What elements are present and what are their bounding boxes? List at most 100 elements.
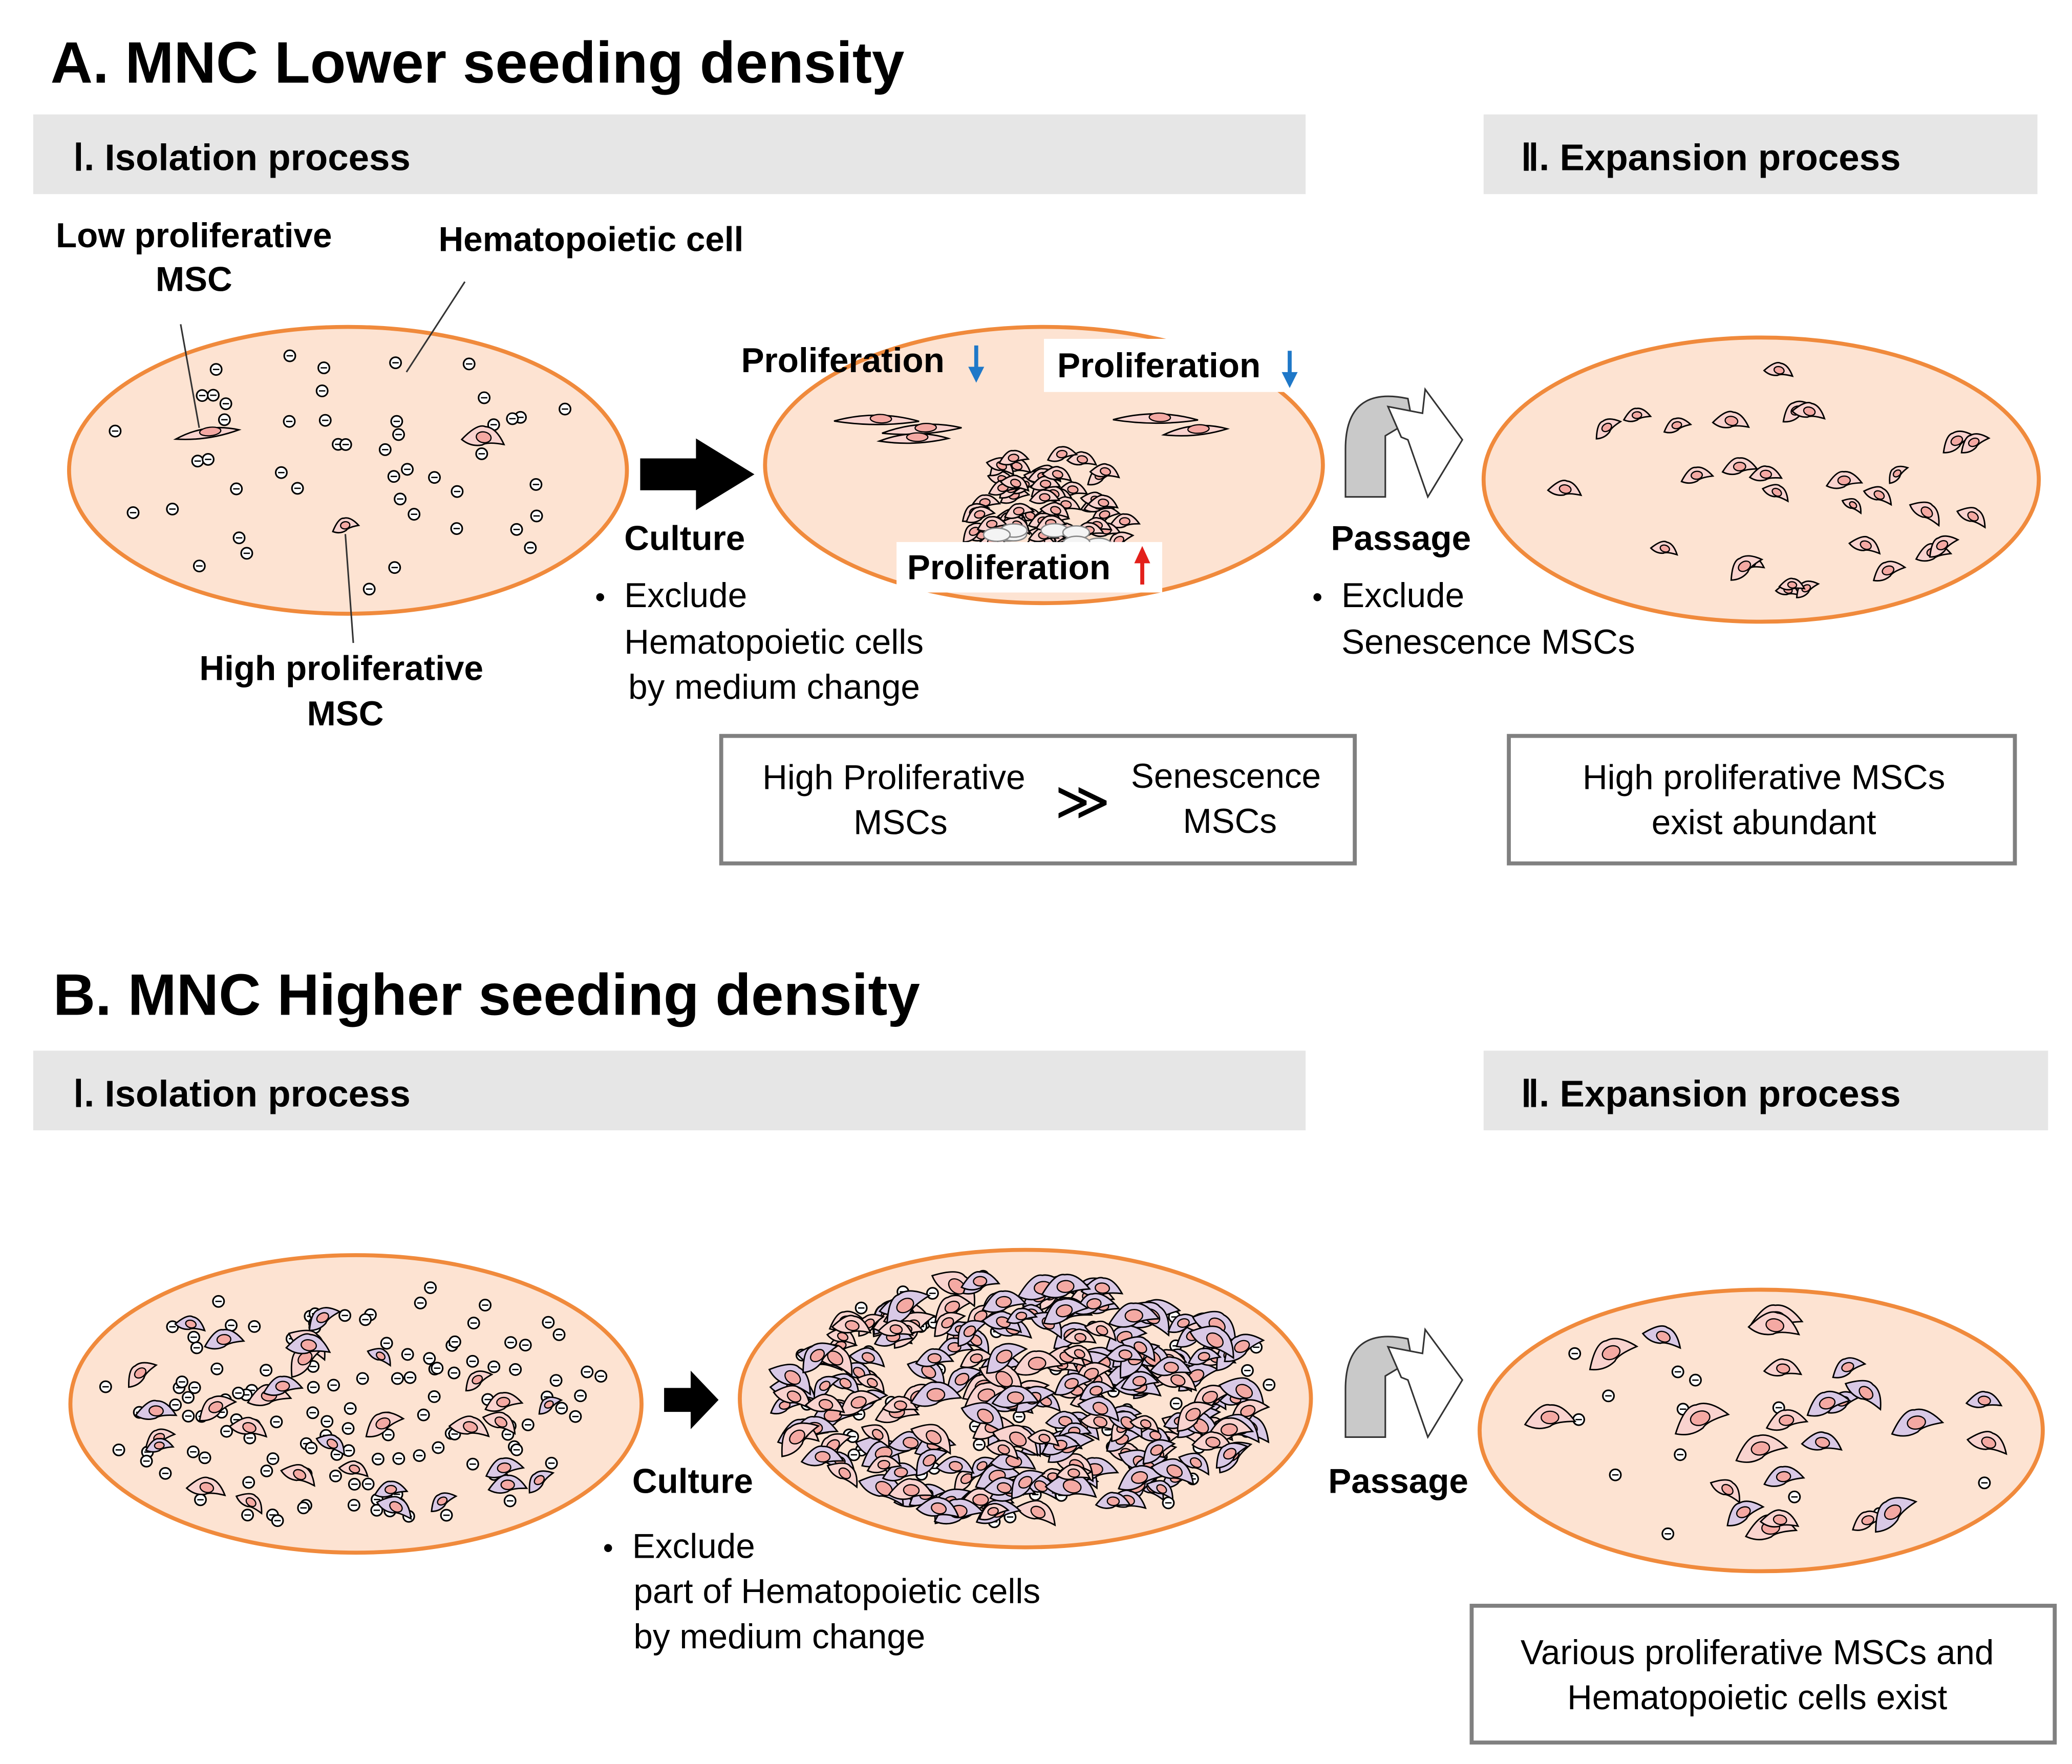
hematopoietic-cell bbox=[408, 508, 421, 521]
msc-cell bbox=[365, 1411, 405, 1438]
msc-cell bbox=[978, 1502, 1010, 1521]
msc-cell bbox=[1547, 480, 1583, 497]
hematopoietic-cell bbox=[306, 1406, 319, 1419]
hematopoietic-cell bbox=[260, 1364, 273, 1377]
label-low-proliferative-msc: MSC bbox=[156, 261, 232, 299]
low-proliferative-msc bbox=[1113, 412, 1199, 424]
hematopoietic-cell bbox=[338, 1309, 352, 1322]
hematopoietic-cell bbox=[559, 402, 571, 416]
hematopoietic-cell bbox=[391, 1372, 404, 1385]
hematopoietic-cell bbox=[271, 1514, 284, 1528]
msc-cell bbox=[199, 1395, 238, 1422]
hematopoietic-cell bbox=[270, 1415, 283, 1429]
msc-cell bbox=[1765, 1409, 1809, 1431]
panel-b-title: B. MNC Higher seeding density bbox=[53, 962, 920, 1027]
hematopoietic-cell bbox=[362, 583, 376, 596]
hematopoietic-cell bbox=[403, 1371, 417, 1384]
msc-cell bbox=[1046, 446, 1078, 462]
hematopoietic-cell bbox=[450, 522, 463, 535]
proliferation-label-left: Proliferation bbox=[741, 341, 945, 380]
hematopoietic-cell bbox=[424, 1281, 437, 1294]
hematopoietic-cell bbox=[274, 466, 288, 479]
box-a-expansion-line2: exist abundant bbox=[1652, 804, 1876, 842]
hematopoietic-cell bbox=[510, 523, 523, 536]
hematopoietic-cell bbox=[1572, 1413, 1585, 1426]
hematopoietic-cell bbox=[159, 1467, 172, 1480]
hematopoietic-cell bbox=[401, 463, 414, 476]
msc-cell bbox=[1791, 402, 1826, 420]
proliferation-label-right: Proliferation bbox=[1057, 347, 1261, 385]
culture-text-b-3: by medium change bbox=[633, 1618, 925, 1656]
msc-cell bbox=[1726, 1500, 1765, 1526]
msc-cell bbox=[1029, 489, 1061, 504]
msc-cell bbox=[308, 1307, 341, 1331]
msc-cell bbox=[485, 1457, 525, 1478]
dish-b-seeding-cells bbox=[99, 1281, 608, 1528]
high-proliferative-msc bbox=[332, 517, 360, 534]
panel-a-isolation-header: Ⅰ. Isolation process bbox=[73, 137, 411, 178]
msc-cell bbox=[976, 515, 1008, 532]
hematopoietic-cell bbox=[549, 1374, 563, 1387]
msc-cell bbox=[1929, 535, 1960, 558]
msc-cell bbox=[134, 1400, 178, 1420]
hematopoietic-cell bbox=[166, 502, 179, 515]
msc-cell bbox=[960, 1271, 1001, 1291]
box-a-right-line2: MSCs bbox=[1183, 802, 1277, 841]
msc-cell bbox=[804, 1393, 845, 1413]
hematopoietic-cell bbox=[182, 1391, 195, 1404]
msc-cell bbox=[991, 1385, 1040, 1408]
msc-cell bbox=[1015, 1500, 1056, 1526]
msc-cell bbox=[1960, 433, 1991, 454]
hematopoietic-cell bbox=[855, 1301, 868, 1315]
hematopoietic-cell bbox=[524, 541, 537, 554]
hematopoietic-cell bbox=[389, 356, 402, 370]
hematopoietic-cell bbox=[307, 1381, 320, 1394]
hematopoietic-cell bbox=[1978, 1476, 1991, 1490]
msc-cell bbox=[1177, 1401, 1215, 1432]
hematopoietic-cell bbox=[542, 1316, 555, 1329]
msc-cell bbox=[1796, 580, 1820, 598]
msc-cell bbox=[1041, 1274, 1092, 1299]
msc-cell bbox=[1825, 470, 1864, 489]
msc-cell bbox=[1003, 503, 1035, 519]
msc-cell bbox=[1084, 1320, 1117, 1342]
msc-cell bbox=[263, 1375, 304, 1396]
msc-cell bbox=[1215, 1442, 1249, 1469]
msc-cell bbox=[1801, 1431, 1843, 1451]
hematopoietic-cell bbox=[266, 1452, 280, 1466]
hematopoietic-cell bbox=[392, 1452, 405, 1465]
msc-cell bbox=[1095, 1492, 1131, 1509]
hematopoietic-cell bbox=[1671, 1365, 1684, 1379]
msc-cell bbox=[768, 1363, 811, 1396]
msc-cell bbox=[826, 1462, 858, 1489]
passage-text-a-2: Senescence MSCs bbox=[1341, 623, 1635, 661]
hematopoietic-cell bbox=[219, 397, 232, 411]
hematopoietic-cell bbox=[344, 1402, 357, 1415]
hematopoietic-cell bbox=[432, 1441, 445, 1454]
msc-cell bbox=[1150, 1458, 1194, 1486]
hematopoietic-cell bbox=[506, 412, 519, 425]
msc-cell bbox=[1089, 463, 1120, 479]
culture-text-b-2: part of Hematopoietic cells bbox=[633, 1573, 1040, 1611]
low-proliferative-msc bbox=[173, 426, 242, 440]
hematopoietic-cell bbox=[370, 1503, 383, 1517]
hematopoietic-cell bbox=[140, 1454, 153, 1468]
msc-cell bbox=[1844, 1380, 1882, 1411]
hematopoietic-cell bbox=[387, 470, 400, 483]
hematopoietic-cell bbox=[196, 389, 209, 402]
msc-cell bbox=[839, 1390, 882, 1416]
msc-cell bbox=[1077, 1395, 1120, 1423]
hematopoietic-cell bbox=[305, 1442, 318, 1455]
msc-cell bbox=[1044, 1472, 1097, 1498]
hematopoietic-cell bbox=[297, 1501, 310, 1515]
hematopoietic-cell bbox=[394, 492, 407, 506]
panel-a-expansion-header: Ⅱ. Expansion process bbox=[1521, 137, 1900, 178]
msc-cell bbox=[848, 1347, 885, 1368]
hematopoietic-cell bbox=[241, 1509, 254, 1522]
msc-cell bbox=[1167, 1314, 1202, 1333]
hematopoietic-cell bbox=[1788, 1490, 1801, 1503]
msc-cell bbox=[1120, 1371, 1160, 1391]
msc-cell bbox=[1848, 535, 1881, 555]
